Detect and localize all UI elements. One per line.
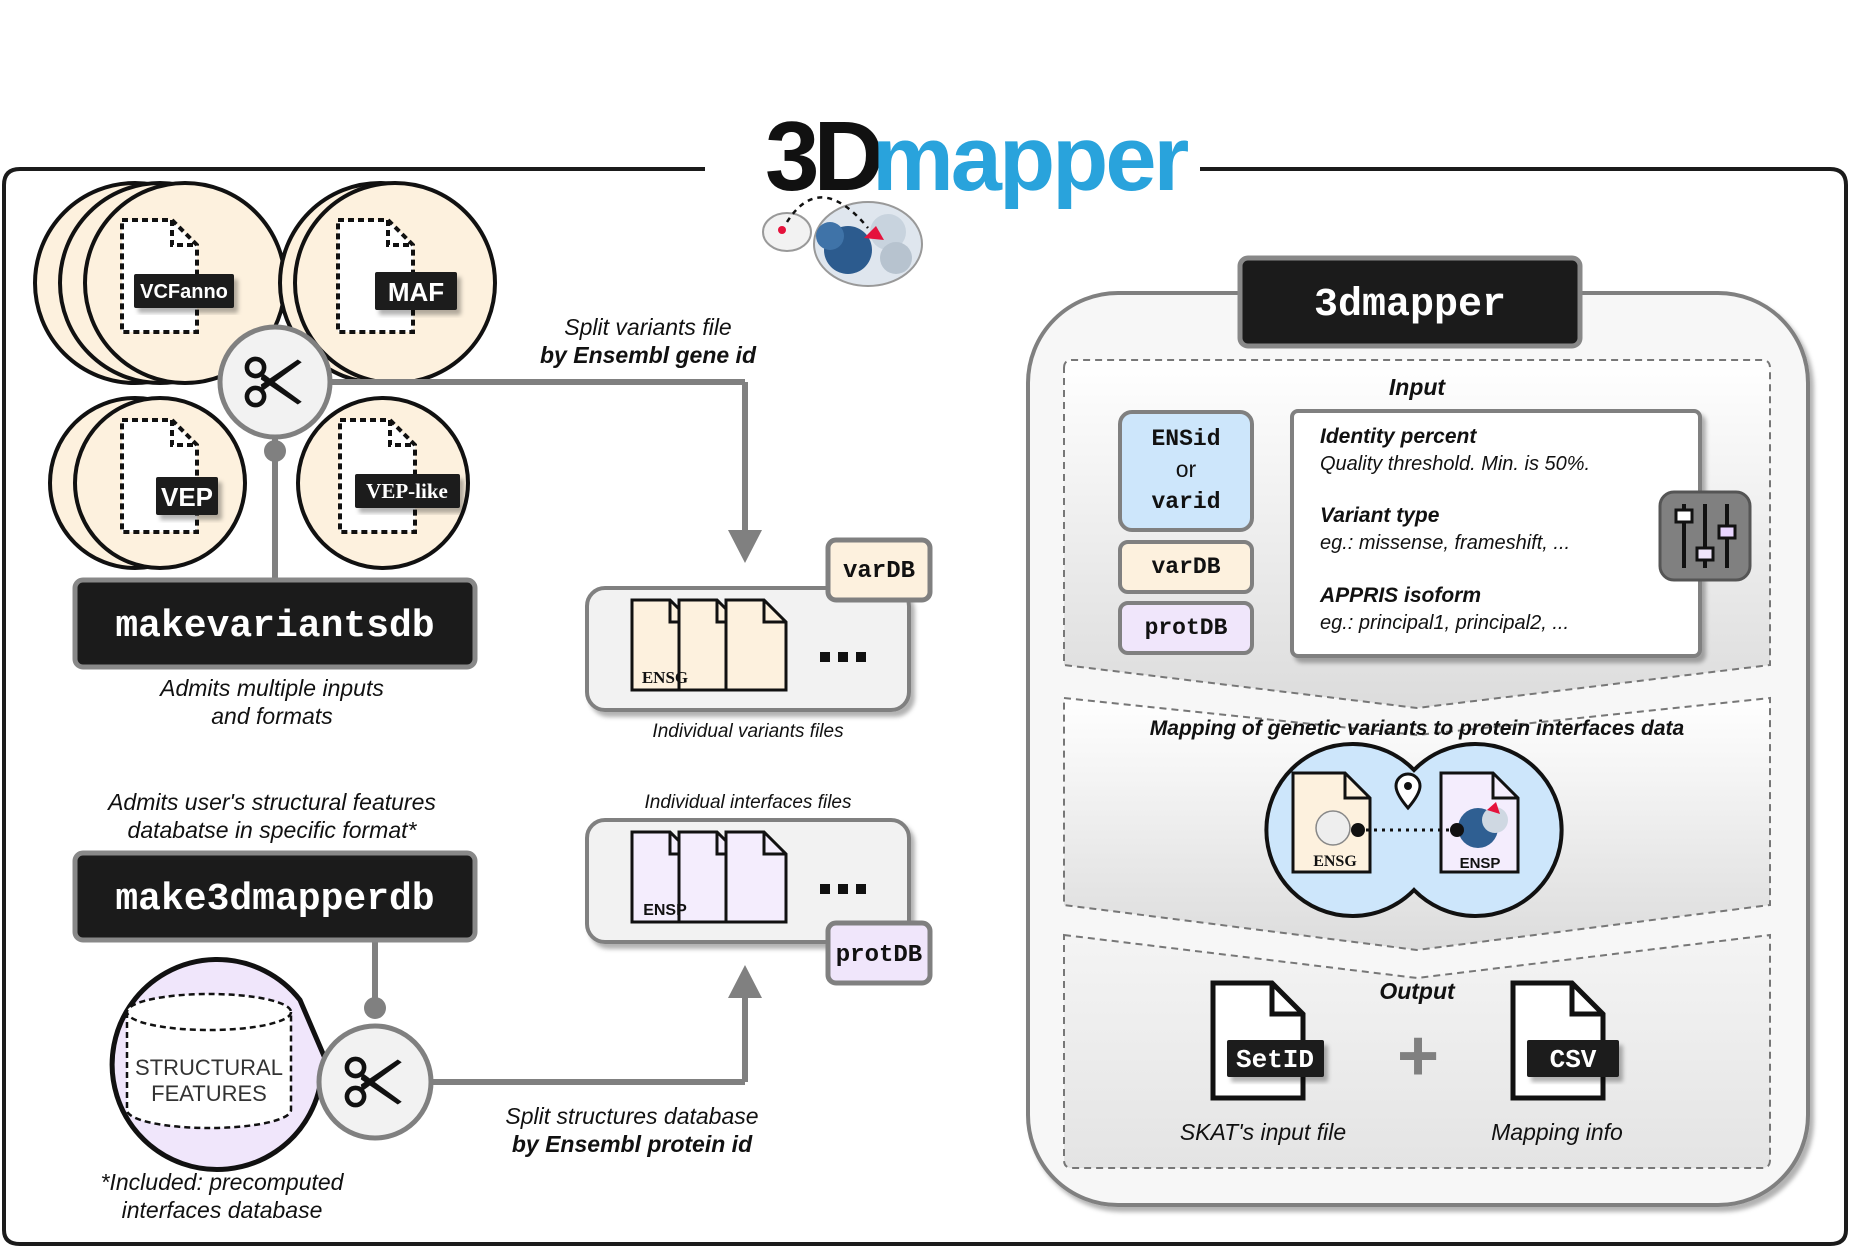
split-variants-text-2: by Ensembl gene id: [540, 342, 757, 368]
ensp-file-label: ENSP: [643, 902, 687, 919]
param-name: APPRIS isoform: [1319, 584, 1481, 607]
output-heading: Output: [1379, 978, 1456, 1004]
vardb-badge: varDB: [843, 558, 915, 585]
output-badge-csv: CSV: [1550, 1045, 1597, 1075]
param-variant-type: Variant type eg.: missense, frameshift, …: [1320, 504, 1570, 554]
format-label-vep: VEP: [161, 482, 213, 512]
structural-features-bubble: STRUCTURAL FEATURES: [109, 957, 334, 1172]
param-name: Identity percent: [1320, 425, 1477, 448]
vardb-caption: Individual variants files: [652, 721, 844, 742]
output-file-csv: CSV Mapping info: [1491, 980, 1623, 1145]
protdb-badge: protDB: [836, 942, 922, 969]
make3dmapperdb-label: make3dmapperdb: [115, 878, 434, 921]
id-box-line-3: varid: [1151, 489, 1220, 515]
included-note-1: *Included: precomputed: [101, 1169, 345, 1195]
param-identity: Identity percent Quality threshold. Min.…: [1320, 425, 1590, 475]
mapping-ensg-label: ENSG: [1313, 853, 1357, 870]
param-appris: APPRIS isoform eg.: principal1, principa…: [1319, 584, 1569, 634]
param-name: Variant type: [1320, 504, 1440, 527]
param-desc: eg.: principal1, principal2, ...: [1320, 612, 1569, 634]
param-desc: eg.: missense, frameshift, ...: [1320, 532, 1570, 554]
make3dmapperdb-caption-1: Admits user's structural features: [106, 789, 436, 815]
make3dmapperdb-caption-2: databatse in specific format*: [128, 817, 418, 843]
split-structures-scissors: [316, 965, 762, 1141]
outer-frame: [2, 167, 1848, 1246]
param-desc: Quality threshold. Min. is 50%.: [1320, 453, 1590, 475]
protdb-panel: Individual interfaces files ENSP protDB: [585, 792, 933, 986]
protdb-caption: Individual interfaces files: [645, 792, 852, 813]
logo: 3D mapper: [762, 101, 1192, 287]
split-variants-text-1: Split variants file: [564, 314, 731, 340]
format-label-vcfanno: VCFanno: [140, 281, 228, 303]
logo-mapper: mapper: [872, 108, 1189, 210]
makevariantsdb-label: makevariantsdb: [115, 605, 434, 648]
settings-sliders-icon: [1658, 490, 1752, 582]
plus-sign: +: [1397, 1016, 1439, 1096]
logo-3d: 3D: [765, 101, 881, 211]
id-box-line-2: or: [1176, 456, 1197, 482]
ensg-file-label: ENSG: [642, 668, 688, 687]
makevariantsdb-caption-2: and formats: [211, 703, 333, 729]
split-variants-scissors: [217, 324, 762, 580]
mapper-title: 3dmapper: [1314, 283, 1506, 328]
id-box-line-1: ENSid: [1151, 426, 1220, 452]
ellipsis-icon: [820, 652, 866, 662]
ensg-file-stack: ENSG: [630, 598, 788, 692]
structural-features-label-1: STRUCTURAL: [135, 1055, 283, 1080]
output-caption-csv: Mapping info: [1491, 1119, 1623, 1145]
format-label-maf: MAF: [388, 277, 444, 307]
ensp-file-stack: ENSP: [630, 830, 788, 924]
makevariantsdb-caption-1: Admits multiple inputs: [158, 675, 384, 701]
structural-features-label-2: FEATURES: [151, 1081, 267, 1106]
split-structures-text-2: by Ensembl protein id: [512, 1131, 753, 1157]
format-label-vep-like: VEP-like: [366, 479, 448, 503]
input-protdb: protDB: [1145, 615, 1228, 641]
database-icon: [125, 992, 293, 1130]
format-bubble-maf: MAF: [278, 181, 497, 385]
format-bubble-vep-like: VEP-like: [296, 396, 470, 570]
input-heading: Input: [1389, 374, 1447, 400]
included-note-2: interfaces database: [122, 1197, 323, 1223]
output-file-setid: SetID SKAT's input file: [1180, 980, 1346, 1145]
make3dmapperdb-block: make3dmapperdb: [72, 850, 478, 1019]
vardb-panel: ENSG varDB Individual variants files: [585, 537, 933, 742]
split-structures-text-1: Split structures database: [505, 1103, 758, 1129]
output-caption-setid: SKAT's input file: [1180, 1119, 1346, 1145]
location-pin-icon: [1394, 772, 1422, 811]
input-vardb: varDB: [1151, 554, 1220, 580]
output-badge-setid: SetID: [1236, 1045, 1314, 1075]
logo-protein-icon: [762, 196, 923, 287]
mapping-heading: Mapping of genetic variants to protein i…: [1150, 717, 1685, 740]
ellipsis-icon: [820, 884, 866, 894]
mapper-panel: Input ENSid or varid varDB protDB Identi…: [1026, 255, 1810, 1207]
mapping-graphic: ENSG ENSP: [1264, 742, 1564, 918]
mapping-ensp-label: ENSP: [1460, 855, 1501, 872]
makevariantsdb-block: makevariantsdb Admits multiple inputs an…: [72, 577, 478, 729]
format-bubble-vep: VEP: [48, 396, 247, 570]
format-bubble-vcfanno: VCFanno: [33, 181, 287, 385]
